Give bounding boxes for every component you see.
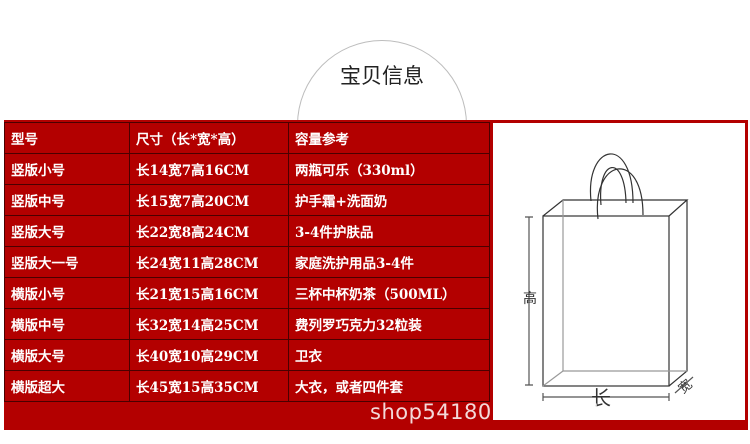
size-cell: 长14宽7高16CM bbox=[129, 153, 289, 185]
table-row: 横版大号 长40宽10高29CM 卫衣 bbox=[4, 339, 490, 371]
header-capacity: 容量参考 bbox=[288, 122, 490, 154]
model-cell: 竖版中号 bbox=[4, 184, 130, 216]
shop-watermark: shop5418004944551.1688.com bbox=[370, 400, 719, 424]
table-row: 横版小号 长21宽15高16CM 三杯中杯奶茶（500ML） bbox=[4, 277, 490, 309]
table-row: 横版超大 长45宽15高35CM 大衣，或者四件套 bbox=[4, 370, 490, 402]
model-cell: 横版中号 bbox=[4, 308, 130, 340]
size-cell: 长32宽14高25CM bbox=[129, 308, 289, 340]
width-dimension-line bbox=[674, 376, 694, 394]
model-cell: 横版小号 bbox=[4, 277, 130, 309]
capacity-cell: 两瓶可乐（330ml） bbox=[288, 153, 490, 185]
title-section: 宝贝信息 bbox=[0, 0, 750, 170]
bag-bottom-edge bbox=[542, 370, 564, 387]
capacity-cell: 3-4件护肤品 bbox=[288, 215, 490, 247]
bag-dimension-diagram: 高 长 宽 bbox=[523, 153, 696, 410]
bag-diagram: 高 长 宽 bbox=[493, 123, 745, 420]
table-row: 竖版中号 长15宽7高20CM 护手霜+洗面奶 bbox=[4, 184, 490, 216]
capacity-cell: 家庭洗护用品3-4件 bbox=[288, 246, 490, 278]
header-model: 型号 bbox=[4, 122, 130, 154]
capacity-cell: 费列罗巧克力32粒装 bbox=[288, 308, 490, 340]
capacity-cell: 三杯中杯奶茶（500ML） bbox=[288, 277, 490, 309]
capacity-cell: 护手霜+洗面奶 bbox=[288, 184, 490, 216]
bag-handle-back-inner bbox=[600, 167, 627, 206]
table-row: 竖版小号 长14宽7高16CM 两瓶可乐（330ml） bbox=[4, 153, 490, 185]
bag-top-edge bbox=[542, 199, 689, 217]
length-label: 长 bbox=[591, 386, 611, 410]
size-cell: 长15宽7高20CM bbox=[129, 184, 289, 216]
capacity-cell: 大衣，或者四件套 bbox=[288, 370, 490, 402]
size-cell: 长40宽10高29CM bbox=[129, 339, 289, 371]
table-row: 竖版大号 长22宽8高24CM 3-4件护肤品 bbox=[4, 215, 490, 247]
model-cell: 横版大号 bbox=[4, 339, 130, 371]
table-row: 横版中号 长32宽14高25CM 费列罗巧克力32粒装 bbox=[4, 308, 490, 340]
size-cell: 长45宽15高35CM bbox=[129, 370, 289, 402]
bag-front-face bbox=[542, 215, 670, 387]
size-cell: 长22宽8高24CM bbox=[129, 215, 289, 247]
size-cell: 长21宽15高16CM bbox=[129, 277, 289, 309]
bag-handle-back bbox=[589, 153, 634, 204]
length-dimension-line bbox=[542, 393, 670, 401]
size-table: 型号 尺寸（长*宽*高） 容量参考 竖版小号 长14宽7高16CM 两瓶可乐（3… bbox=[4, 122, 490, 402]
model-cell: 竖版小号 bbox=[4, 153, 130, 185]
model-cell: 竖版大一号 bbox=[4, 246, 130, 278]
capacity-cell: 卫衣 bbox=[288, 339, 490, 371]
width-label: 宽 bbox=[675, 376, 695, 397]
height-label: 高 bbox=[523, 290, 537, 307]
bag-side-face bbox=[668, 200, 688, 387]
header-size: 尺寸（长*宽*高） bbox=[129, 122, 289, 154]
page-title: 宝贝信息 bbox=[340, 64, 424, 88]
model-cell: 竖版大号 bbox=[4, 215, 130, 247]
table-row: 竖版大一号 长24宽11高28CM 家庭洗护用品3-4件 bbox=[4, 246, 490, 278]
model-cell: 横版超大 bbox=[4, 370, 130, 402]
height-dimension-line bbox=[525, 216, 533, 386]
size-cell: 长24宽11高28CM bbox=[129, 246, 289, 278]
table-header-row: 型号 尺寸（长*宽*高） 容量参考 bbox=[4, 122, 490, 154]
